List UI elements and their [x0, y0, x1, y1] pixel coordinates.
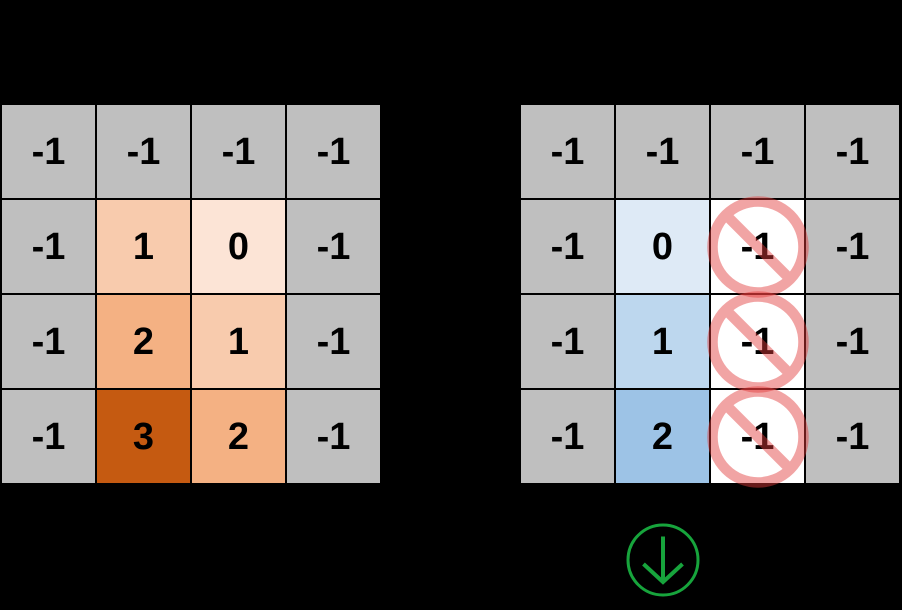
- left-grid-cell-r1c4: -1: [287, 105, 380, 198]
- right-grid-cell-r3c4: -1: [806, 295, 899, 388]
- right-grid-cell-r2c2: 0: [616, 200, 709, 293]
- cell-value: -1: [31, 130, 66, 173]
- cell-value: -1: [316, 415, 351, 458]
- cell-value: -1: [221, 130, 256, 173]
- cell-value: -1: [316, 130, 351, 173]
- cell-value: -1: [31, 320, 66, 363]
- right-grid-cell-r4c2: 2: [616, 390, 709, 483]
- cell-value: 0: [651, 225, 674, 268]
- cell-value: -1: [740, 130, 775, 173]
- down-arrow-icon: [626, 523, 700, 597]
- cell-value: 2: [651, 415, 674, 458]
- left-grid-cell-r2c4: -1: [287, 200, 380, 293]
- cell-value: -1: [740, 415, 775, 458]
- right-grid-cell-r3c2: 1: [616, 295, 709, 388]
- left-grid-cell-r3c1: -1: [2, 295, 95, 388]
- cell-value: -1: [550, 415, 585, 458]
- right-grid-cell-r2c1: -1: [521, 200, 614, 293]
- cell-value: -1: [835, 320, 870, 363]
- left-grid-cell-r1c2: -1: [97, 105, 190, 198]
- cell-value: 0: [227, 225, 250, 268]
- right-grid-cell-r1c2: -1: [616, 105, 709, 198]
- left-grid-cell-r4c1: -1: [2, 390, 95, 483]
- left-grid-cell-r3c3: 1: [192, 295, 285, 388]
- right-grid-cell-r4c1: -1: [521, 390, 614, 483]
- left-grid-cell-r2c3: 0: [192, 200, 285, 293]
- left-grid-cell-r3c4: -1: [287, 295, 380, 388]
- right-grid-cell-r1c3: -1: [711, 105, 804, 198]
- left-grid-cell-r1c1: -1: [2, 105, 95, 198]
- cell-value: -1: [550, 320, 585, 363]
- cell-value: -1: [316, 225, 351, 268]
- cell-value: -1: [740, 320, 775, 363]
- cell-value: -1: [31, 225, 66, 268]
- left-grid-cell-r4c3: 2: [192, 390, 285, 483]
- cell-value: 2: [132, 320, 155, 363]
- right-grid-cell-r1c1: -1: [521, 105, 614, 198]
- cell-value: 1: [651, 320, 674, 363]
- cell-value: -1: [645, 130, 680, 173]
- cell-value: -1: [550, 225, 585, 268]
- cell-value: -1: [550, 130, 585, 173]
- right-grid-cell-r4c4: -1: [806, 390, 899, 483]
- cell-value: 3: [132, 415, 155, 458]
- cell-value: -1: [740, 225, 775, 268]
- left-grid-cell-r2c2: 1: [97, 200, 190, 293]
- left-grid: -1 -1 -1 -1 -1 1 0 -1 -1 2 1 -1 -1 3 2 -1: [0, 103, 382, 485]
- cell-value: 1: [227, 320, 250, 363]
- right-grid-cell-r4c3: -1: [706, 385, 809, 488]
- right-grid-cell-r2c3: -1: [706, 195, 809, 298]
- cell-value: -1: [316, 320, 351, 363]
- cell-value: 2: [227, 415, 250, 458]
- cell-value: -1: [31, 415, 66, 458]
- right-grid-cell-r1c4: -1: [806, 105, 899, 198]
- left-grid-cell-r3c2: 2: [97, 295, 190, 388]
- right-grid-cell-r3c3: -1: [706, 290, 809, 393]
- right-grid-cell-r2c4: -1: [806, 200, 899, 293]
- cell-value: -1: [835, 415, 870, 458]
- cell-value: -1: [126, 130, 161, 173]
- right-grid-cell-r3c1: -1: [521, 295, 614, 388]
- left-grid-cell-r4c4: -1: [287, 390, 380, 483]
- cell-value: -1: [835, 225, 870, 268]
- left-grid-cell-r1c3: -1: [192, 105, 285, 198]
- cell-value: 1: [132, 225, 155, 268]
- cell-value: -1: [835, 130, 870, 173]
- right-grid: -1 -1 -1 -1 -1 0 -1 -1 -1 1 -1 -1 -1 2 -1 -1: [519, 103, 901, 488]
- left-grid-cell-r4c2: 3: [97, 390, 190, 483]
- left-grid-cell-r2c1: -1: [2, 200, 95, 293]
